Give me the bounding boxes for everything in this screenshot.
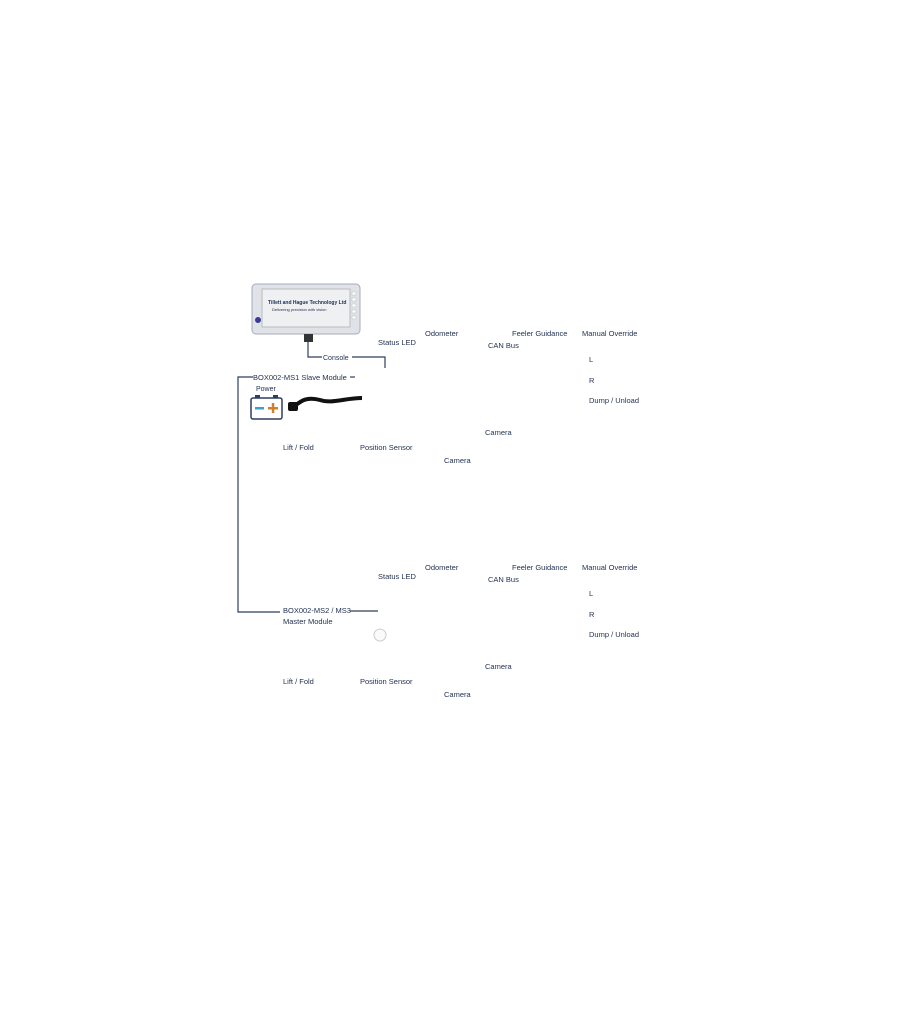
console-power-icon [255, 317, 261, 323]
battery-icon [250, 395, 283, 420]
dump-unload-label: Dump / Unload [589, 630, 640, 639]
camera-label-1: Camera [485, 428, 512, 437]
valve-r-label: R [589, 610, 595, 619]
camera-label-2: Camera [444, 690, 471, 699]
manual-override-label: Manual Override [582, 329, 638, 338]
power-plug [288, 402, 298, 411]
feeler-guidance-label: Feeler Guidance [512, 563, 568, 572]
module-section [350, 610, 387, 642]
module-label-2: Master Module [283, 617, 333, 626]
console-tagline: Delivering precision with vision [272, 307, 326, 312]
can-bus-label: CAN Bus [488, 575, 519, 584]
blanking-plug [373, 628, 387, 642]
camera-label-2: Camera [444, 456, 471, 465]
power-label: Power [256, 386, 277, 393]
feeler-guidance-label: Feeler Guidance [512, 329, 568, 338]
master-module-section [350, 610, 387, 642]
console-brand: Tillett and Hague Technology Ltd [268, 300, 346, 306]
console-connector [304, 334, 313, 342]
valve-r-label: R [589, 376, 595, 385]
manual-override-label: Manual Override [582, 563, 638, 572]
power-cable [290, 396, 363, 410]
lift-fold-label: Lift / Fold [283, 443, 314, 452]
valve-l-label: L [589, 355, 594, 364]
module-label: BOX002-MS1 Slave Module [253, 373, 347, 382]
dump-unload-label: Dump / Unload [589, 396, 640, 405]
console-display: Tillett and Hague Technology Ltd Deliver… [251, 283, 361, 342]
odometer-label: Odometer [425, 563, 459, 572]
status-led-label: Status LED [378, 572, 416, 581]
position-sensor-label: Position Sensor [360, 677, 413, 686]
position-sensor-label: Position Sensor [360, 443, 413, 452]
console-label: Console [323, 355, 349, 362]
can-bus-label: CAN Bus [488, 341, 519, 350]
valve-l-label: L [589, 589, 594, 598]
odometer-label: Odometer [425, 329, 459, 338]
module-link-line [237, 376, 280, 613]
status-led-label: Status LED [378, 338, 416, 347]
console-line [307, 342, 386, 368]
camera-label-1: Camera [485, 662, 512, 671]
lift-fold-label: Lift / Fold [283, 677, 314, 686]
module-label: BOX002-MS2 / MS3 [283, 606, 351, 615]
